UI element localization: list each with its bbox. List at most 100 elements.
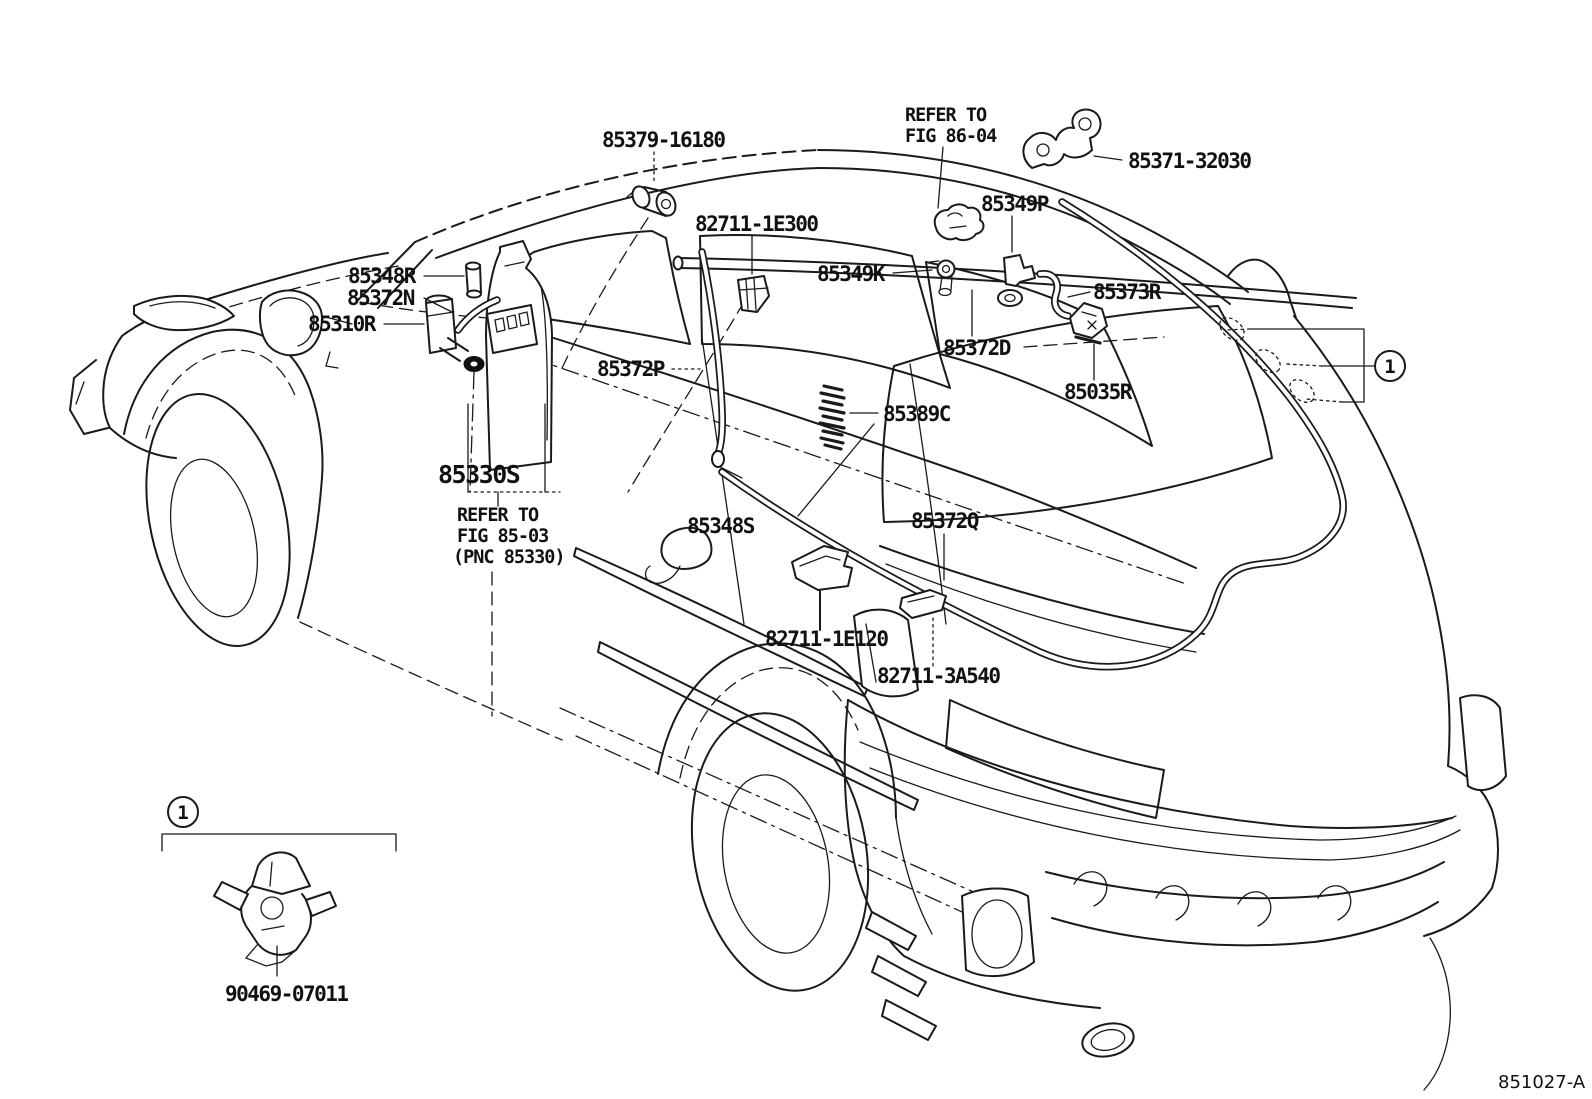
label-hose-p: 85372P xyxy=(597,357,665,381)
rear-washer-nozzle xyxy=(1069,302,1108,345)
hose-clip-mark-1 xyxy=(1219,317,1245,341)
clamp-1e120-detail xyxy=(799,555,841,567)
label-refer85-line3: (PNC 85330) xyxy=(453,547,565,568)
roof-tube-bottom xyxy=(677,267,1353,309)
hatch-sill-1 xyxy=(879,545,1205,635)
joint-k-stubs xyxy=(929,260,953,291)
fog-lamp-bezel xyxy=(961,887,1035,978)
leader-85349k xyxy=(892,269,933,274)
callout-right: 1 xyxy=(1223,328,1406,403)
valance-top xyxy=(1045,861,1445,900)
bumper-crease-2 xyxy=(869,767,1461,861)
joint-k-cap xyxy=(938,287,952,297)
clamp-3a540-body xyxy=(899,589,947,619)
joint-k-body xyxy=(936,259,956,279)
clamp-3a540-detail xyxy=(907,595,935,603)
harness-clamp-loop-2 xyxy=(1078,117,1092,131)
joint-k-hole xyxy=(941,264,951,274)
hose-85373r xyxy=(1036,270,1072,320)
clamp-1e120-body xyxy=(791,545,853,591)
label-hose-q: 85372Q xyxy=(911,509,979,533)
label-pump: 85310R xyxy=(308,312,377,336)
label-refer86-line2: FIG 86-04 xyxy=(905,126,997,147)
valance-bottom xyxy=(1051,901,1439,947)
exhaust-tip-inner xyxy=(1090,1028,1126,1052)
leader-85389c xyxy=(797,412,879,517)
joint-85349k xyxy=(929,259,956,297)
clamp-1e300 xyxy=(737,275,770,313)
front-wheel-outer xyxy=(145,393,291,647)
rear-washer-hose-inner xyxy=(720,200,1346,669)
a-pillar-outer xyxy=(357,241,416,301)
clamp-1e120 xyxy=(791,545,853,591)
front-rocker xyxy=(299,621,563,741)
bumper-lip xyxy=(109,427,177,459)
right-taillight xyxy=(1459,694,1507,792)
rear-nozzle-body xyxy=(1069,302,1108,339)
callout-bracket-left xyxy=(161,833,397,852)
license-recess xyxy=(945,699,1165,819)
front-wheel-arch-inner xyxy=(145,349,297,439)
label-refer86-line1: REFER TO xyxy=(905,105,987,126)
roof-drip-rail xyxy=(435,167,1231,305)
rear-wheel-arch-inner xyxy=(679,667,859,779)
label-joint-p: 85349P xyxy=(981,192,1049,216)
callout-number-right: 1 xyxy=(1384,356,1395,378)
exhaust-tip-outer xyxy=(1081,1022,1135,1058)
fog-lamp xyxy=(971,899,1023,969)
clamp-3a540 xyxy=(899,589,947,619)
joint-p-body xyxy=(1003,254,1036,287)
pump-band xyxy=(427,311,455,317)
pump-outlet xyxy=(439,337,469,362)
front-fender-lower xyxy=(297,477,323,619)
roof-washer-nozzle xyxy=(626,185,677,217)
hose-clip-detail xyxy=(213,851,337,967)
callout-leaders-right xyxy=(1223,328,1343,403)
clip-wing-left xyxy=(213,881,249,911)
label-grommet-s: 85348S xyxy=(687,514,755,538)
roofline-front xyxy=(414,149,819,243)
left-taillight-inner xyxy=(865,623,877,683)
clamp-1e300-ribs xyxy=(738,278,769,311)
quarter-window xyxy=(925,261,1153,447)
side-mirror xyxy=(258,289,323,357)
hood-edge xyxy=(121,252,389,337)
valance-scallop-1 xyxy=(1073,871,1108,907)
label-roof-nozzle: 85379-16180 xyxy=(602,128,725,152)
callout-bracket-right xyxy=(1249,328,1376,403)
hose-spring-coil xyxy=(818,384,846,451)
rear-door-window xyxy=(699,234,951,389)
mirror-arm xyxy=(321,315,353,369)
bumper-corner-line xyxy=(75,381,85,405)
label-refer85-line2: FIG 85-03 xyxy=(457,526,548,547)
coil-strokes xyxy=(818,384,846,451)
roof-nozzle-back xyxy=(631,185,651,209)
bumper-corner xyxy=(69,359,109,435)
bumper-bottom-right xyxy=(1423,887,1493,937)
label-hose-d: 85372D xyxy=(943,336,1011,360)
roof-nozzle-orifice xyxy=(660,198,672,210)
clamp-1e300-body xyxy=(737,275,770,313)
front-face xyxy=(102,335,123,429)
label-clamp-3a540: 82711-3A540 xyxy=(877,664,1000,688)
label-spring: 85389C xyxy=(883,402,951,426)
door-gap-2 xyxy=(909,363,947,625)
bumper-crease-1 xyxy=(859,741,1457,841)
hose-clip-mark-2 xyxy=(1255,349,1281,373)
hose-n-inner xyxy=(456,298,499,332)
valance-scallop-4 xyxy=(1317,885,1352,921)
rear-quarter-lower xyxy=(895,817,933,935)
pillar-hose-inner xyxy=(700,250,725,456)
clip-body xyxy=(240,885,312,956)
body-crease xyxy=(531,357,1187,585)
bumper-top xyxy=(847,699,1453,829)
label-grommet-r: 85348R xyxy=(348,264,417,288)
valance-scallop-2 xyxy=(1155,885,1190,921)
rear-wheel-outer xyxy=(690,712,870,992)
stud-shank xyxy=(465,264,482,295)
leader-refer86 xyxy=(937,146,944,209)
washer-jar xyxy=(485,240,553,471)
hidden-hose-dash-2 xyxy=(627,301,745,493)
jar-bracket-slots xyxy=(494,311,530,333)
